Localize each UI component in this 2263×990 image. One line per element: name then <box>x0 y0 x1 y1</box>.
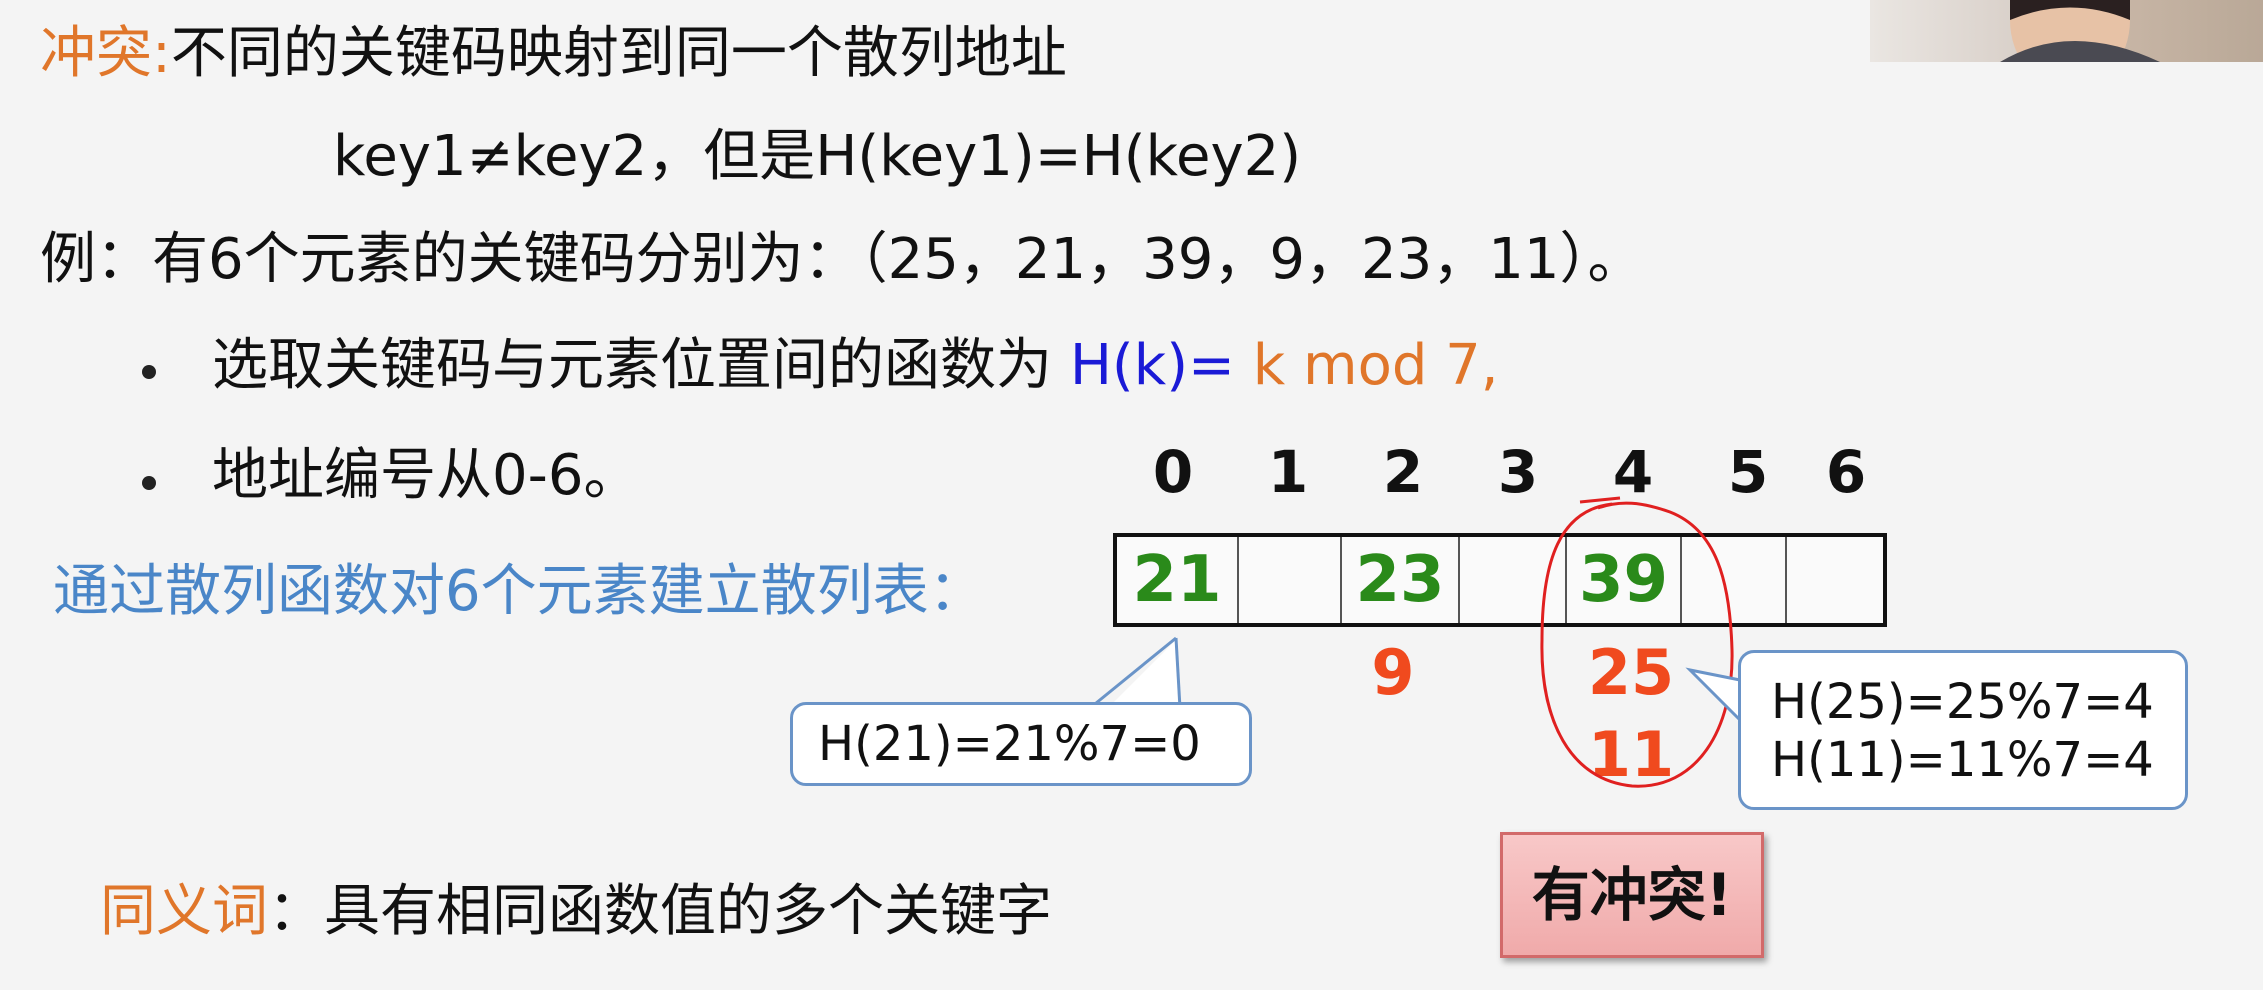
bullet-1-text: 选取关键码与元素位置间的函数为 <box>212 333 1070 398</box>
bullet-address-range: 地址编号从0-6。 <box>212 443 640 508</box>
hash-function-expr: k mod 7, <box>1252 333 1499 398</box>
conflict-formula: key1≠key2，但是H(key1)=H(key2) <box>333 124 1302 189</box>
callout-left-text: H(21)=21%7=0 <box>818 716 1201 772</box>
table-index: 1 <box>1267 438 1309 506</box>
synonym-definition: 同义词：具有相同函数值的多个关键字 <box>100 880 1052 944</box>
table-index: 5 <box>1727 438 1769 506</box>
table-index: 6 <box>1825 438 1867 506</box>
table-index: 0 <box>1152 438 1194 506</box>
table-index: 4 <box>1612 438 1654 506</box>
table-index: 3 <box>1497 438 1539 506</box>
callout-right-pointer <box>1685 667 1742 722</box>
table-cell <box>1460 537 1567 623</box>
callout-right-line1: H(25)=25%7=4 <box>1771 674 2154 730</box>
conflict-term: 冲突: <box>40 21 171 86</box>
bullet-dot <box>142 476 156 490</box>
table-cell: 39 <box>1567 537 1682 623</box>
presenter-image <box>2000 0 2160 62</box>
bullet-hash-function: 选取关键码与元素位置间的函数为 H(k)= k mod 7, <box>212 334 1499 398</box>
conflict-desc: 不同的关键码映射到同一个散列地址 <box>170 21 1067 86</box>
callout-left-pointer <box>1089 636 1182 710</box>
table-index: 2 <box>1382 438 1424 506</box>
table-cell <box>1239 537 1342 623</box>
callout-left: H(21)=21%7=0 <box>790 702 1252 786</box>
table-cell: 21 <box>1117 537 1239 623</box>
table-caption: 通过散列函数对6个元素建立散列表： <box>53 559 985 624</box>
table-cell <box>1682 537 1787 623</box>
hash-function-label: H(k)= <box>1069 333 1253 398</box>
hash-table: 21 23 39 <box>1113 533 1887 627</box>
webcam-overlay <box>1870 0 2263 62</box>
conflict-badge: 有冲突! <box>1500 832 1764 958</box>
callout-right-line2: H(11)=11%7=4 <box>1771 732 2154 788</box>
bullet-dot <box>142 365 156 379</box>
example-line: 例：有6个元素的关键码分别为：（25，21，39，9，23，11）。 <box>40 227 1644 292</box>
synonym-term: 同义词 <box>100 879 268 944</box>
synonym-value: 25 <box>1587 636 1675 709</box>
table-cell: 23 <box>1342 537 1460 623</box>
callout-right: H(25)=25%7=4 H(11)=11%7=4 <box>1738 650 2188 810</box>
synonym-value: 9 <box>1371 636 1415 709</box>
conflict-definition: 冲突:不同的关键码映射到同一个散列地址 <box>40 22 1067 86</box>
table-cell <box>1787 537 1883 623</box>
synonym-desc: ：具有相同函数值的多个关键字 <box>268 879 1052 944</box>
conflict-highlight-circle <box>1540 496 1734 788</box>
